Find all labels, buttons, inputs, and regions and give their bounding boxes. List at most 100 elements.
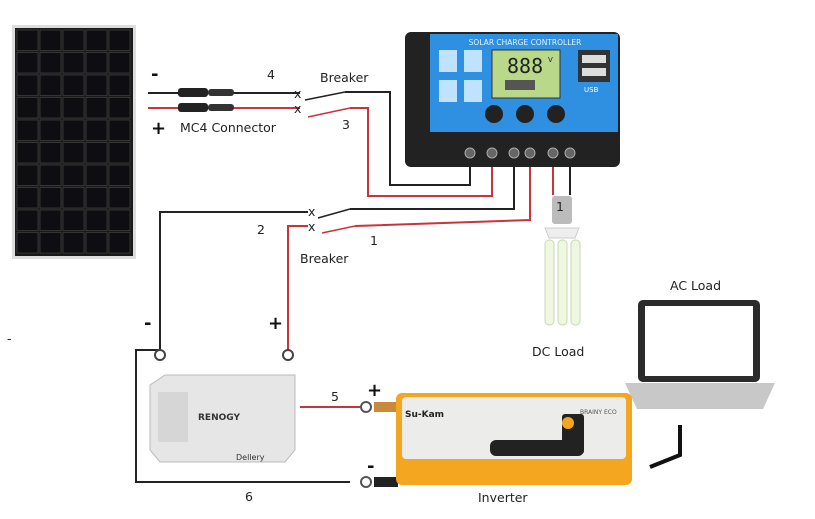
solar-cell (108, 74, 131, 96)
ac-load-label: AC Load (670, 278, 721, 293)
wire-1-label: 1 (370, 233, 378, 248)
solar-cell (108, 52, 131, 74)
solar-cell (62, 209, 85, 231)
solar-cell (16, 187, 39, 209)
wire-4-label: 4 (267, 67, 275, 82)
solar-cell (39, 119, 62, 141)
laptop-ac-load (625, 300, 775, 469)
solar-cell (62, 142, 85, 164)
solar-cell (16, 52, 39, 74)
svg-text:x: x (294, 86, 301, 101)
breaker-bottom-label: Breaker (300, 251, 349, 266)
solar-cell (108, 142, 131, 164)
inverter: Su-Kam BRAINY ECO (360, 393, 632, 488)
solar-cell (62, 164, 85, 186)
inverter-plus-label: + (367, 380, 382, 401)
solar-cell (108, 164, 131, 186)
breaker-top: x x (294, 86, 351, 118)
battery: RENOGY Dellery (135, 325, 360, 483)
solar-cell (85, 52, 108, 74)
dc-load-wire-label: 1 (556, 199, 564, 214)
controller-terminal (486, 147, 498, 159)
wire-1-positive (354, 158, 531, 227)
breaker-top-label: Breaker (320, 70, 369, 85)
wire-6 (135, 325, 350, 483)
solar-cell (16, 232, 39, 254)
solar-cell (39, 232, 62, 254)
controller-terminal (564, 147, 576, 159)
battery-minus-label: - (144, 313, 151, 334)
solar-cell (16, 209, 39, 231)
solar-cell (108, 187, 131, 209)
wire-3 (350, 107, 493, 197)
solar-cell (85, 209, 108, 231)
controller-button-2[interactable] (516, 105, 534, 123)
solar-charge-controller: SOLAR CHARGE CONTROLLER 888 V USB (405, 32, 620, 167)
solar-cell (39, 187, 62, 209)
wire-2-label: 2 (257, 222, 265, 237)
solar-cell (16, 142, 39, 164)
solar-cell (85, 29, 108, 51)
solar-cell (62, 52, 85, 74)
dc-load-bulb (544, 196, 581, 326)
solar-panel (12, 25, 136, 259)
solar-cell (85, 187, 108, 209)
wire-4 (345, 91, 471, 186)
solar-cell (39, 74, 62, 96)
wire-2-positive (287, 225, 308, 330)
wire-5-label: 5 (331, 389, 339, 404)
controller-terminal (524, 147, 536, 159)
solar-cell (16, 29, 39, 51)
battery-brand: RENOGY (198, 413, 240, 423)
panel-plus-label: + (151, 118, 166, 139)
solar-cell (16, 164, 39, 186)
solar-cell (85, 232, 108, 254)
inverter-model: BRAINY ECO (580, 409, 617, 416)
solar-cell (85, 97, 108, 119)
solar-cell (108, 209, 131, 231)
solar-cell (16, 119, 39, 141)
solar-cell (16, 74, 39, 96)
solar-cell (16, 97, 39, 119)
solar-cell (62, 97, 85, 119)
lcd-display: 888 (507, 54, 543, 78)
controller-terminal (508, 147, 520, 159)
svg-text:x: x (308, 204, 315, 219)
inverter-brand: Su-Kam (405, 410, 444, 420)
wire-3-label: 3 (342, 117, 350, 132)
lcd-unit: V (548, 56, 553, 64)
controller-title: SOLAR CHARGE CONTROLLER (469, 38, 582, 47)
wire-6-label: 6 (245, 489, 253, 504)
controller-terminal (547, 147, 559, 159)
panel-minus-label: - (151, 64, 158, 85)
solar-cell (85, 74, 108, 96)
controller-button-3[interactable] (547, 105, 565, 123)
solar-cell (108, 29, 131, 51)
solar-cell (108, 97, 131, 119)
solar-cell (62, 119, 85, 141)
dc-load-label: DC Load (532, 344, 584, 359)
solar-cell (39, 164, 62, 186)
breaker-bottom: x x (159, 204, 356, 330)
solar-cell (39, 209, 62, 231)
solar-cell (62, 232, 85, 254)
solar-cell (39, 29, 62, 51)
battery-plus-label: + (268, 313, 283, 334)
controller-terminal (464, 147, 476, 159)
wire-2-negative (159, 211, 308, 325)
mc4-connector (148, 88, 300, 112)
controller-button-1[interactable] (485, 105, 503, 123)
solar-cell (108, 232, 131, 254)
solar-cell (108, 119, 131, 141)
inverter-minus-label: - (367, 456, 374, 477)
svg-text:x: x (308, 219, 315, 234)
solar-cell (62, 187, 85, 209)
usb-label: USB (584, 86, 599, 94)
solar-cell (39, 142, 62, 164)
mc4-label: MC4 Connector (180, 120, 277, 135)
solar-cell (62, 29, 85, 51)
solar-cell (62, 74, 85, 96)
solar-cell (85, 164, 108, 186)
